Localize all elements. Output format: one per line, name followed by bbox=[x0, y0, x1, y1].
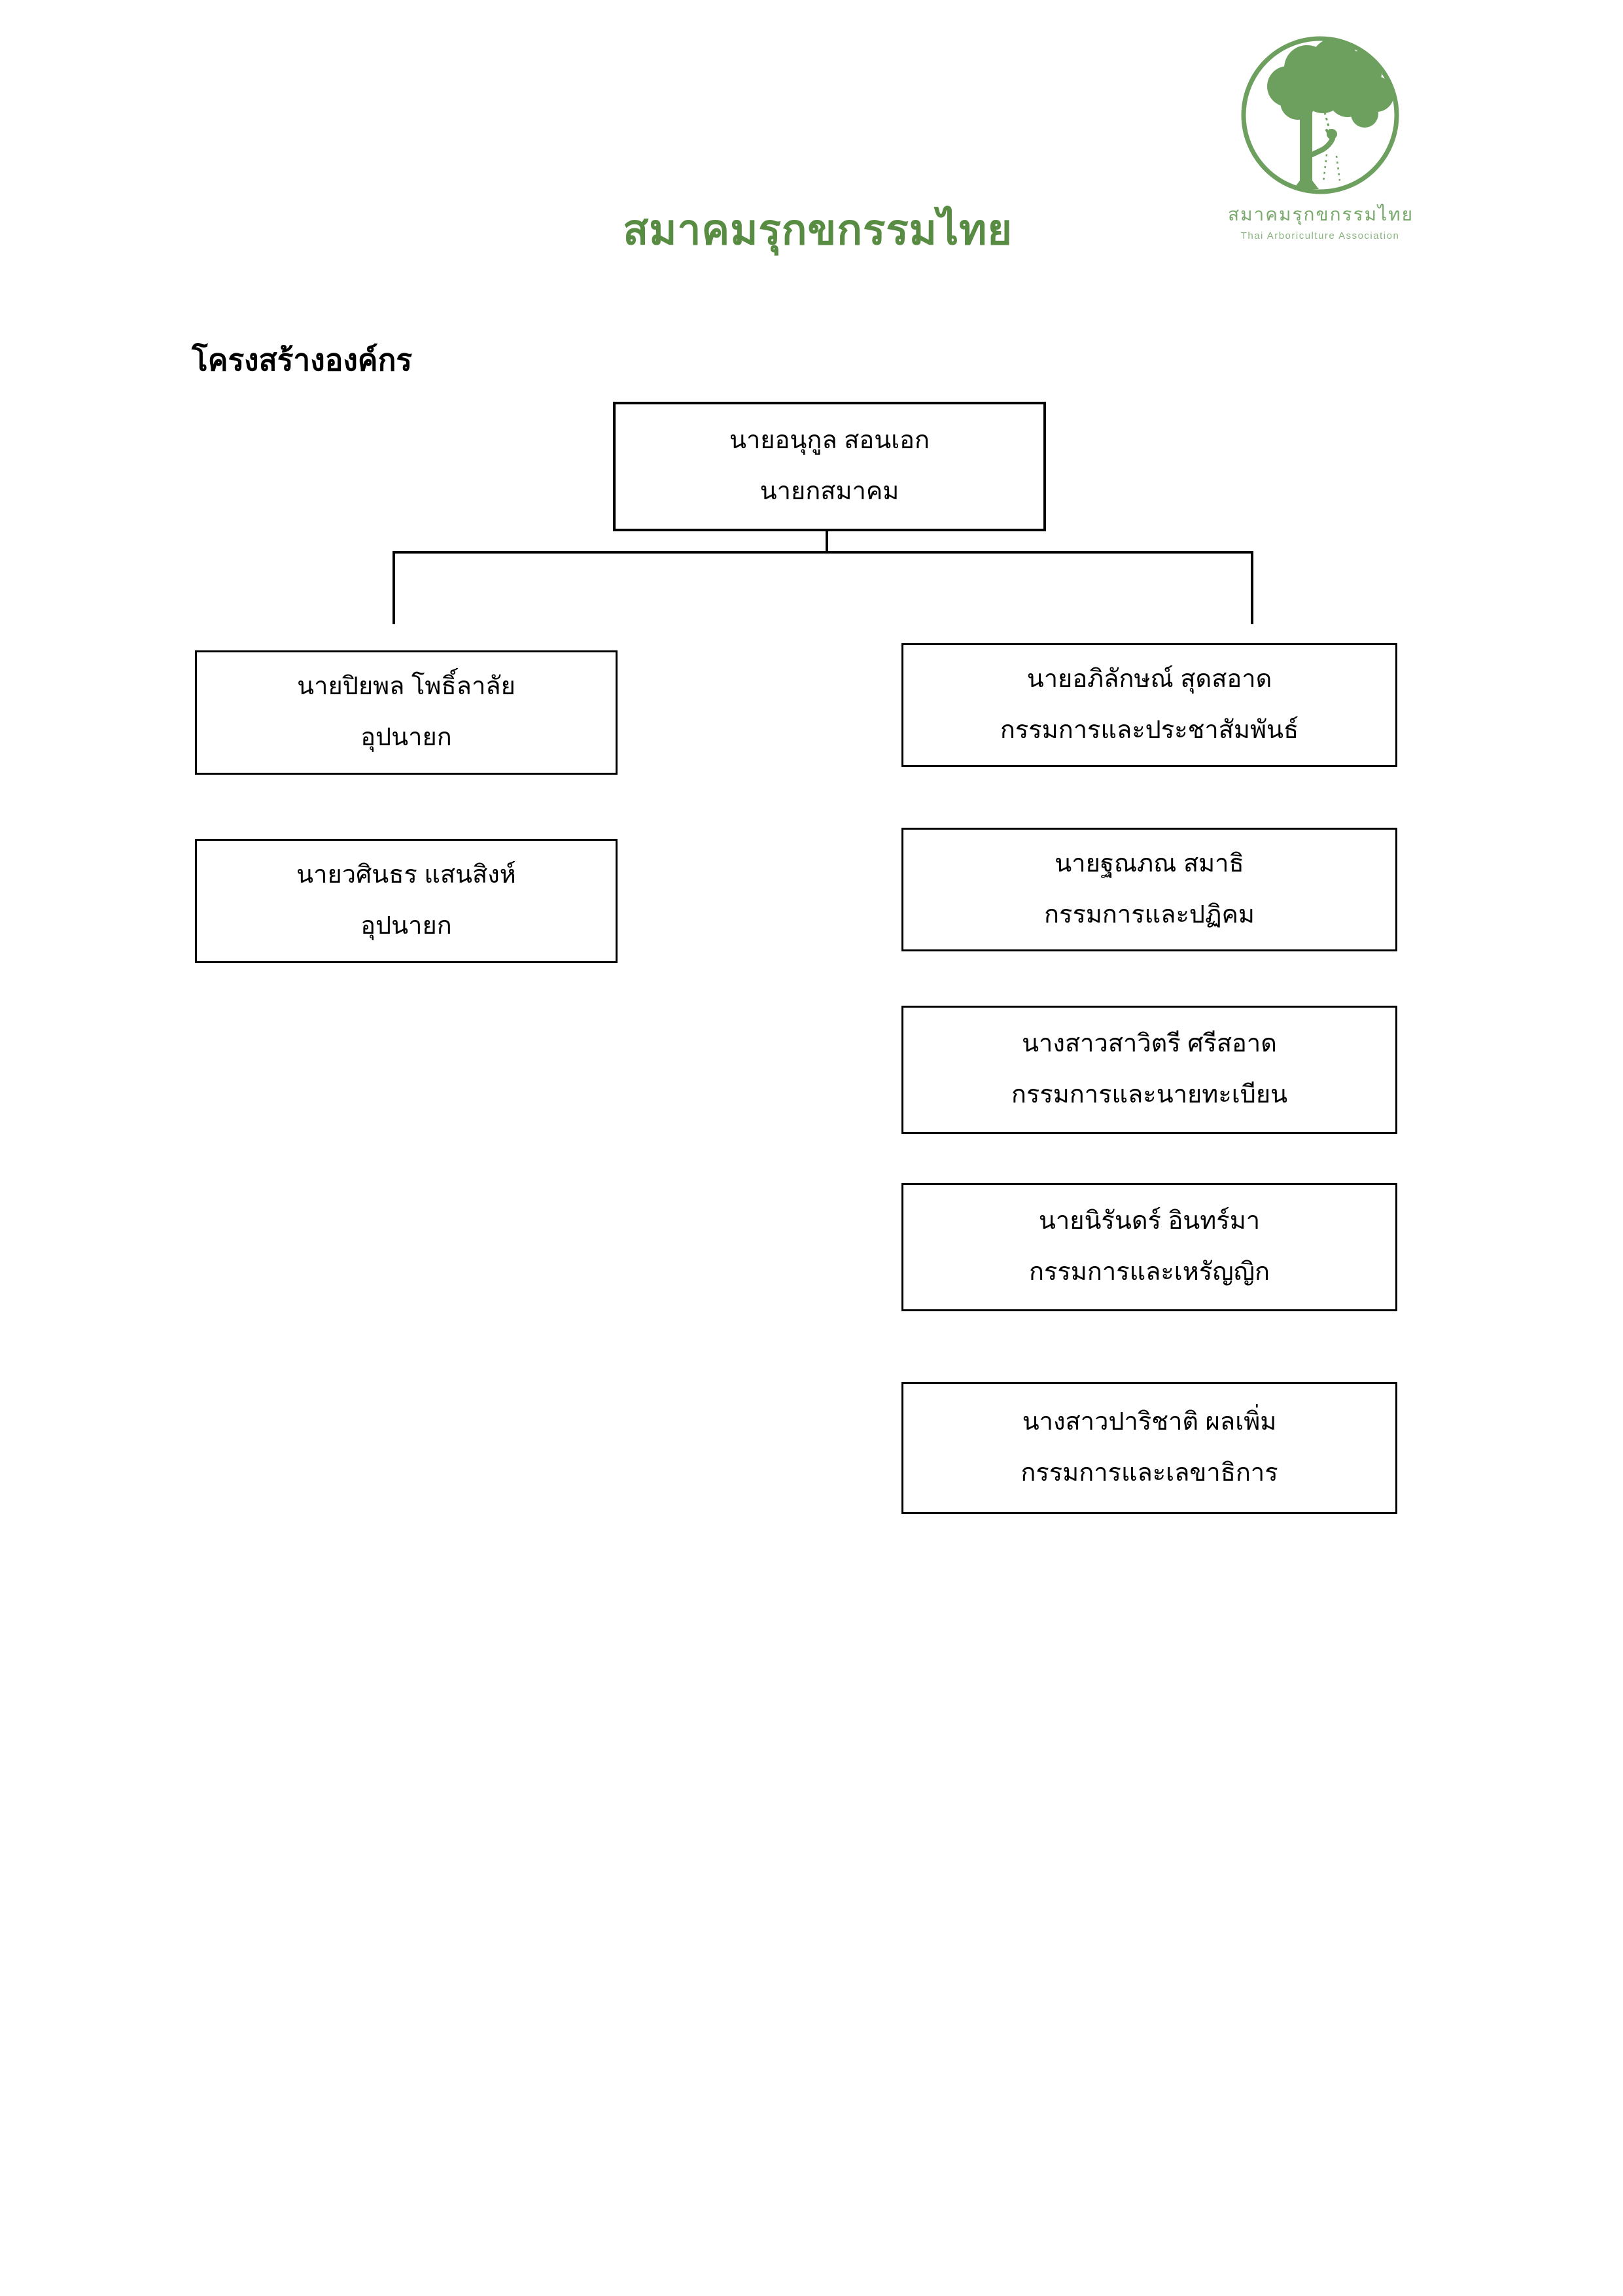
logo-english-caption: Thai Arboriculture Association bbox=[1240, 230, 1400, 241]
connector-horizontal bbox=[393, 551, 1253, 554]
org-box-vice-president-2: นายวศินธร แสนสิงห์ อุปนายก bbox=[195, 839, 618, 963]
person-name: นายอนุกูล สอนเอก bbox=[729, 427, 930, 455]
tree-climber-logo-icon bbox=[1241, 36, 1399, 194]
person-role: กรรมการและนายทะเบียน bbox=[1011, 1081, 1288, 1108]
person-role: อุปนายก bbox=[360, 912, 452, 940]
person-name: นายฐณภณ สมาธิ bbox=[1055, 849, 1244, 877]
person-role: กรรมการและเหรัญญิก bbox=[1028, 1258, 1270, 1286]
person-role: กรรมการและเลขาธิการ bbox=[1021, 1459, 1278, 1487]
person-name: นายวศินธร แสนสิงห์ bbox=[296, 861, 516, 889]
person-name: นายนิรันดร์ อินทร์มา bbox=[1038, 1207, 1261, 1235]
section-heading: โครงสร้างองค์กร bbox=[192, 343, 413, 377]
org-box-treasurer: นายนิรันดร์ อินทร์มา กรรมการและเหรัญญิก bbox=[901, 1183, 1397, 1311]
org-box-public-relations: นายอภิลักษณ์ สุดสอาด กรรมการและประชาสัมพ… bbox=[901, 643, 1397, 767]
person-role: อุปนายก bbox=[360, 724, 452, 751]
person-name: นางสาวปาริชาติ ผลเพิ่ม bbox=[1022, 1408, 1277, 1436]
org-box-president: นายอนุกูล สอนเอก นายกสมาคม bbox=[613, 402, 1046, 531]
org-box-registrar: นางสาวสาวิตรี ศรีสอาด กรรมการและนายทะเบี… bbox=[901, 1006, 1397, 1134]
connector-right-drop bbox=[1251, 551, 1253, 624]
connector-left-drop bbox=[393, 551, 395, 624]
connector-root-stub bbox=[826, 529, 828, 552]
association-logo: สมาคมรุกขกรรมไทย Thai Arboriculture Asso… bbox=[1228, 34, 1412, 241]
org-box-vice-president-1: นายปิยพล โพธิ์ลาลัย อุปนายก bbox=[195, 650, 618, 775]
logo-thai-caption: สมาคมรุกขกรรมไทย bbox=[1228, 204, 1414, 224]
person-name: นายอภิลักษณ์ สุดสอาด bbox=[1026, 665, 1272, 693]
person-name: นางสาวสาวิตรี ศรีสอาด bbox=[1022, 1030, 1277, 1058]
page-title: สมาคมรุกขกรรมไทย bbox=[623, 206, 1013, 253]
person-role: นายกสมาคม bbox=[759, 478, 899, 505]
org-box-reception: นายฐณภณ สมาธิ กรรมการและปฏิคม bbox=[901, 828, 1397, 951]
person-role: กรรมการและประชาสัมพันธ์ bbox=[1000, 716, 1299, 744]
person-name: นายปิยพล โพธิ์ลาลัย bbox=[297, 673, 515, 701]
org-box-secretary: นางสาวปาริชาติ ผลเพิ่ม กรรมการและเลขาธิก… bbox=[901, 1382, 1397, 1514]
person-role: กรรมการและปฏิคม bbox=[1044, 900, 1255, 928]
